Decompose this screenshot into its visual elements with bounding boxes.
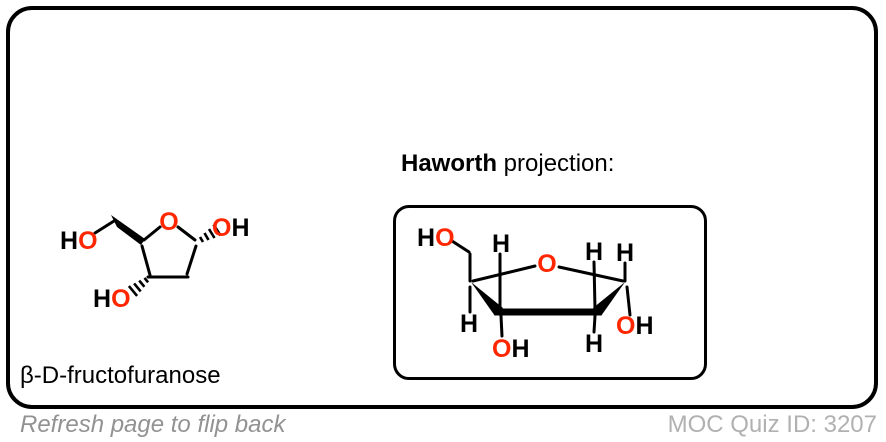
hydrogen-label: H: [417, 224, 435, 252]
skeletal-structure: O OH HO HO: [60, 208, 250, 313]
haworth-title: Haworth projection:: [401, 150, 614, 178]
haworth-h-up-c2: H: [616, 239, 634, 267]
oxygen-label: O: [616, 312, 635, 340]
oxygen-label: O: [78, 227, 97, 255]
oxygen-label: O: [435, 224, 454, 252]
haworth-title-rest: projection:: [497, 150, 615, 177]
hydrogen-label: H: [635, 312, 653, 340]
hydrogen-label: H: [511, 335, 529, 363]
oxygen-label: O: [492, 335, 511, 363]
haworth-h-up-c3: H: [585, 238, 603, 266]
molecule-name-label: β-D-fructofuranose: [20, 362, 221, 389]
anomeric-oh-label: OH: [212, 214, 250, 242]
haworth-structure: O HO H H H H H OH OH: [417, 224, 654, 363]
footer-quiz-id: MOC Quiz ID: 3207: [667, 411, 877, 438]
haworth-oh-down-c4: OH: [492, 335, 530, 363]
haworth-ch2oh-ho-label: HO: [417, 224, 455, 252]
haworth-bonds: [450, 239, 632, 338]
oxygen-label: O: [212, 214, 231, 242]
bottom-ho-label: HO: [93, 285, 131, 313]
haworth-ring-oxygen-label: O: [537, 250, 556, 278]
hydrogen-label: H: [231, 214, 249, 242]
oxygen-label: O: [111, 285, 130, 313]
skeletal-hash-wedges: [127, 223, 222, 297]
skeletal-bonds: [93, 215, 198, 279]
haworth-h-down-c3: H: [585, 330, 603, 358]
haworth-projection-box: [393, 205, 707, 380]
haworth-oh-down-c2: OH: [616, 312, 654, 340]
ring-oxygen-label: O: [159, 208, 178, 236]
haworth-h-down-c5: H: [460, 310, 478, 338]
ch2oh-ho-label: HO: [60, 227, 98, 255]
haworth-h-up-c4: H: [492, 230, 510, 258]
haworth-title-bold: Haworth: [401, 150, 497, 177]
hydrogen-label: H: [60, 227, 78, 255]
footer-refresh-note: Refresh page to flip back: [20, 411, 286, 438]
hydrogen-label: H: [93, 285, 111, 313]
